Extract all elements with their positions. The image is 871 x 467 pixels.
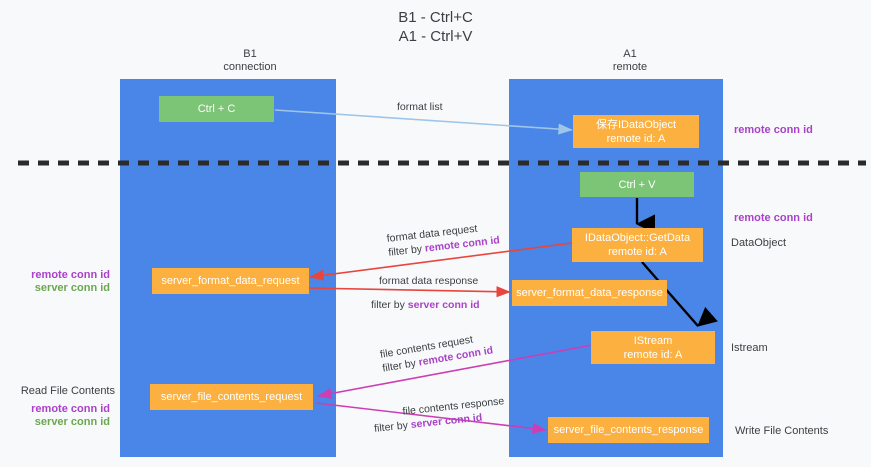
edge-label-format-data-request: format data request filter by remote con… — [386, 219, 500, 260]
annotation-read-file-contents: Read File Contents — [20, 385, 115, 397]
node-idataobject-getdata-line1: IDataObject::GetData — [584, 232, 691, 244]
edge-label-file-contents-response-filter-prefix: filter by — [373, 419, 412, 435]
edge-label-format-data-response-filter: filter by server conn id — [371, 298, 480, 312]
node-save-idataobject-line1: 保存IDataObject — [595, 118, 677, 131]
annotation-left-remote-conn-id-mid: remote conn id — [31, 269, 110, 281]
edge-label-format-data-response-line1: format data response — [379, 275, 479, 287]
node-server-file-contents-response-label: server_file_contents_response — [553, 424, 704, 436]
node-idataobject-getdata[interactable]: IDataObject::GetData remote id: A — [572, 228, 703, 262]
node-ctrl-c[interactable]: Ctrl + C — [159, 96, 274, 122]
node-server-format-data-request-label: server_format_data_request — [161, 275, 300, 287]
annotation-write-file-contents: Write File Contents — [735, 425, 829, 437]
edge-label-format-data-response-filter-prefix: filter by — [371, 299, 408, 311]
node-idataobject-getdata-line2: remote id: A — [608, 246, 667, 258]
column-header-a1: A1 remote — [520, 48, 740, 74]
annotation-remote-conn-id-mid: remote conn id — [734, 212, 813, 224]
node-save-idataobject-line2: remote id: A — [606, 132, 666, 145]
node-server-file-contents-request-label: server_file_contents_request — [160, 391, 303, 403]
edge-label-format-data-response-filter-key: server conn id — [407, 299, 480, 311]
node-istream-line1: IStream — [633, 334, 673, 347]
annotation-left-server-conn-id-bottom: server conn id — [34, 416, 110, 428]
annotation-istream: Istream — [731, 342, 768, 354]
node-server-file-contents-request[interactable]: server_file_contents_request — [150, 384, 313, 410]
node-save-idataobject[interactable]: 保存IDataObject remote id: A — [573, 115, 699, 148]
node-server-format-data-request[interactable]: server_format_data_request — [152, 268, 309, 294]
column-header-a1-sub: remote — [612, 61, 648, 73]
edge-label-format-data-request-filter-prefix: filter by — [387, 242, 426, 259]
edge-label-format-list: format list — [397, 101, 443, 113]
column-header-a1-name: A1 — [623, 48, 637, 60]
node-server-format-data-response-label: server_format_data_response — [516, 287, 663, 299]
annotation-left-server-conn-id-mid: server conn id — [34, 282, 110, 294]
edge-label-file-contents-response: file contents response filter by server … — [372, 394, 506, 436]
arrow-format-data-response — [307, 286, 511, 298]
node-istream[interactable]: IStream remote id: A — [591, 331, 715, 364]
edge-label-format-data-response: format data response — [379, 274, 478, 288]
node-ctrl-v-label: Ctrl + V — [618, 178, 656, 191]
annotation-remote-conn-id-top: remote conn id — [734, 124, 813, 136]
node-ctrl-v[interactable]: Ctrl + V — [580, 172, 694, 197]
annotation-left-remote-conn-id-bottom: remote conn id — [31, 403, 110, 415]
title-line-2: A1 - Ctrl+V — [398, 28, 473, 45]
node-istream-line2: remote id: A — [623, 348, 683, 361]
node-server-format-data-response[interactable]: server_format_data_response — [512, 280, 667, 306]
edge-label-file-contents-request: file contents request filter by remote c… — [379, 330, 494, 376]
column-header-b1-name: B1 — [243, 48, 257, 60]
page-title: B1 - Ctrl+C A1 - Ctrl+V — [0, 8, 871, 46]
title-line-1: B1 - Ctrl+C — [398, 9, 473, 26]
column-header-b1-sub: connection — [223, 61, 277, 73]
column-header-b1: B1 connection — [150, 48, 350, 74]
node-ctrl-c-label: Ctrl + C — [197, 103, 236, 115]
node-server-file-contents-response[interactable]: server_file_contents_response — [548, 417, 709, 443]
annotation-dataobject: DataObject — [731, 237, 787, 249]
